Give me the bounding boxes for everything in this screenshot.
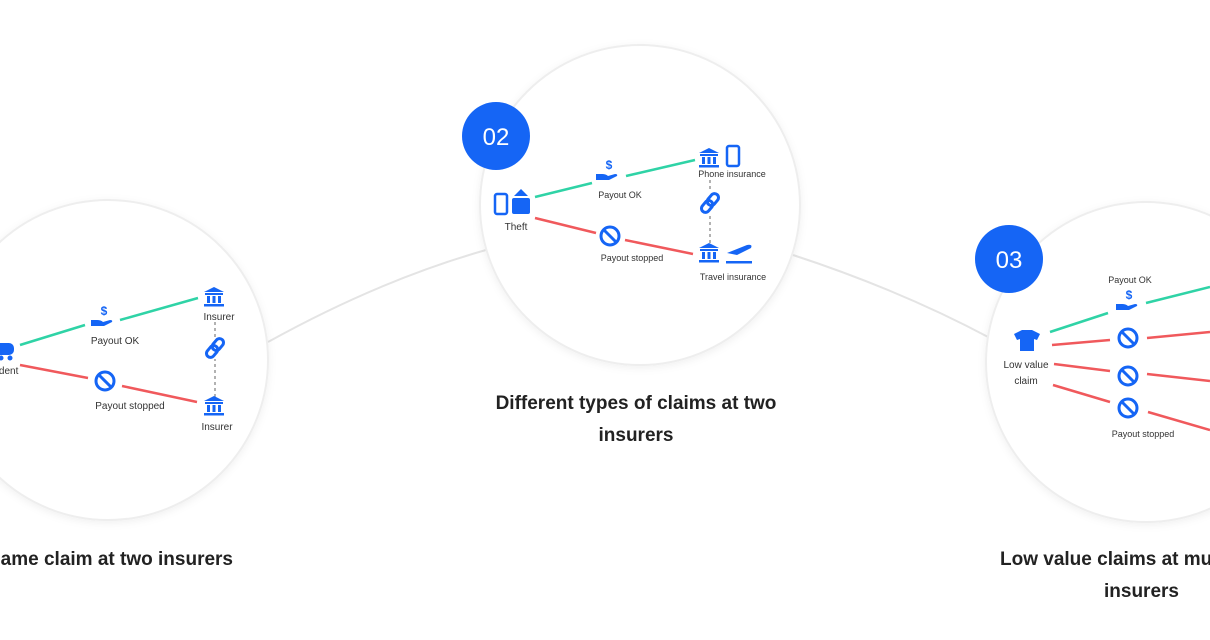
source-label-line2: claim bbox=[1014, 376, 1037, 387]
step-3-circle bbox=[985, 201, 1210, 523]
thief-icon bbox=[512, 189, 530, 214]
plane-icon bbox=[726, 244, 752, 264]
step-badge-03 bbox=[975, 225, 1043, 293]
source-label-line1: Low value bbox=[1003, 360, 1048, 371]
insurer-bottom-label: Travel insurance bbox=[700, 272, 766, 282]
step-3-caption-line2: insurers bbox=[1104, 581, 1179, 602]
insurer-top-label: Phone insurance bbox=[698, 169, 766, 179]
step-1-circle bbox=[0, 199, 269, 521]
payout-ok-label: Payout OK bbox=[1108, 275, 1152, 285]
payout-stopped-label: Payout stopped bbox=[601, 253, 664, 263]
step-1-caption: Same claim at two insurers bbox=[0, 549, 233, 570]
insurer-bottom-label: Insurer bbox=[201, 422, 233, 433]
payout-ok-label: Payout OK bbox=[91, 336, 140, 347]
step-3-caption-line1: Low value claims at multiple bbox=[1000, 549, 1210, 570]
connector-2-3 bbox=[792, 254, 991, 339]
source-label: Accident bbox=[0, 366, 19, 377]
step-2-circle bbox=[479, 44, 801, 366]
shirt-icon bbox=[1014, 330, 1040, 351]
payout-stopped-label: Payout stopped bbox=[95, 401, 165, 412]
payout-ok-label: Payout OK bbox=[598, 190, 642, 200]
step-2-caption: Different types of claims at two insurer… bbox=[440, 388, 832, 452]
payout-stopped-label: Payout stopped bbox=[1112, 429, 1175, 439]
step-2-diagram: 02 Theft Payout OK Payout stopped Phone … bbox=[462, 102, 766, 282]
car-icon bbox=[0, 343, 14, 361]
step-3-diagram: 03 Low value claim Payout OK Payout stop… bbox=[975, 225, 1210, 439]
step-3-caption: Low value claims at multiple insurers bbox=[1000, 544, 1210, 608]
step-badge-label: 02 bbox=[483, 124, 510, 151]
step-badge-label: 03 bbox=[996, 247, 1023, 274]
step-2-caption-line2: insurers bbox=[598, 425, 674, 446]
step-1-diagram: Accident Payout OK Payout stopped Insure… bbox=[0, 287, 235, 433]
insurer-top-label: Insurer bbox=[203, 312, 235, 323]
connector-1-2 bbox=[267, 249, 487, 343]
step-2-caption-line1: Different types of claims at two bbox=[495, 393, 777, 414]
step-badge-02 bbox=[462, 102, 530, 170]
source-label: Theft bbox=[505, 222, 528, 233]
